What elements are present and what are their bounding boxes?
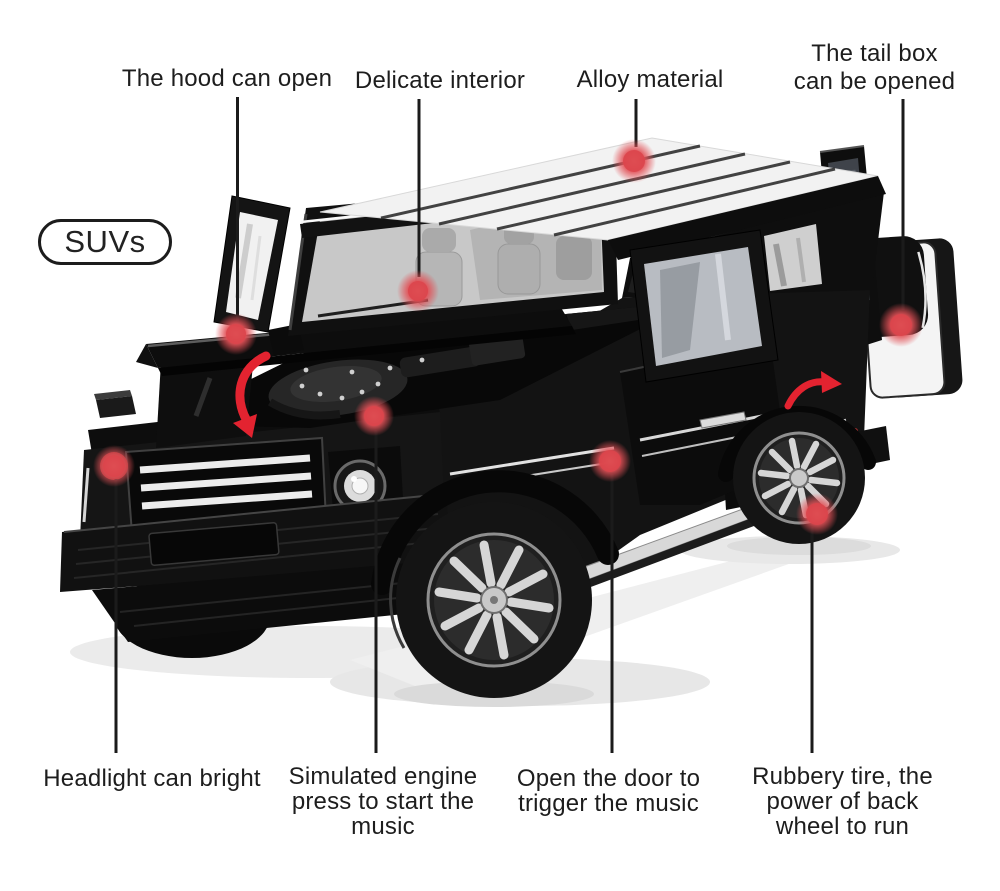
feature-dot-engine [354,396,394,436]
callout-alloy: Alloy material [530,67,770,92]
feature-dot-tire [796,493,838,535]
callout-engine-label: Simulated engine press to start the musi… [288,763,478,840]
callout-hood: The hood can open [107,66,347,91]
callout-headlight: Headlight can bright [32,766,272,791]
callout-hood-label: The hood can open [121,65,333,92]
front-fascia [60,380,452,642]
callout-door-label: Open the door to trigger the music [516,765,701,817]
callout-interior: Delicate interior [320,68,560,93]
callout-tire: Rubbery tire, the power of back wheel to… [750,764,935,839]
callout-door: Open the door to trigger the music [516,766,701,816]
license-plate [148,521,280,567]
front-bumper [60,493,452,642]
wheel-motion-arrow [784,371,842,410]
callout-alloy-label: Alloy material [576,66,724,93]
callout-interior-label: Delicate interior [354,67,526,94]
feature-dot-interior [397,270,439,312]
suv-badge-label: SUVs [64,224,146,259]
callout-tailbox-label: The tail box can be opened [793,40,956,95]
feature-dots [93,139,923,535]
roof [300,137,886,260]
front-wheel [371,470,619,698]
callout-tire-label: Rubbery tire, the power of back wheel to… [752,763,933,840]
leader-lines [114,97,905,753]
callout-headlight-label: Headlight can bright [43,765,261,792]
door-handle [699,411,747,429]
feature-dot-tailbox [879,303,923,347]
feature-dot-hood [215,313,257,355]
feature-dot-alloy [612,139,656,183]
callout-tailbox: The tail box can be opened [792,40,957,96]
feature-dot-door [589,440,631,482]
feature-dot-headlight [93,445,135,487]
hood-motion-arrow [233,351,271,438]
suv-badge: SUVs [38,219,172,265]
callout-engine: Simulated engine press to start the musi… [283,764,483,839]
